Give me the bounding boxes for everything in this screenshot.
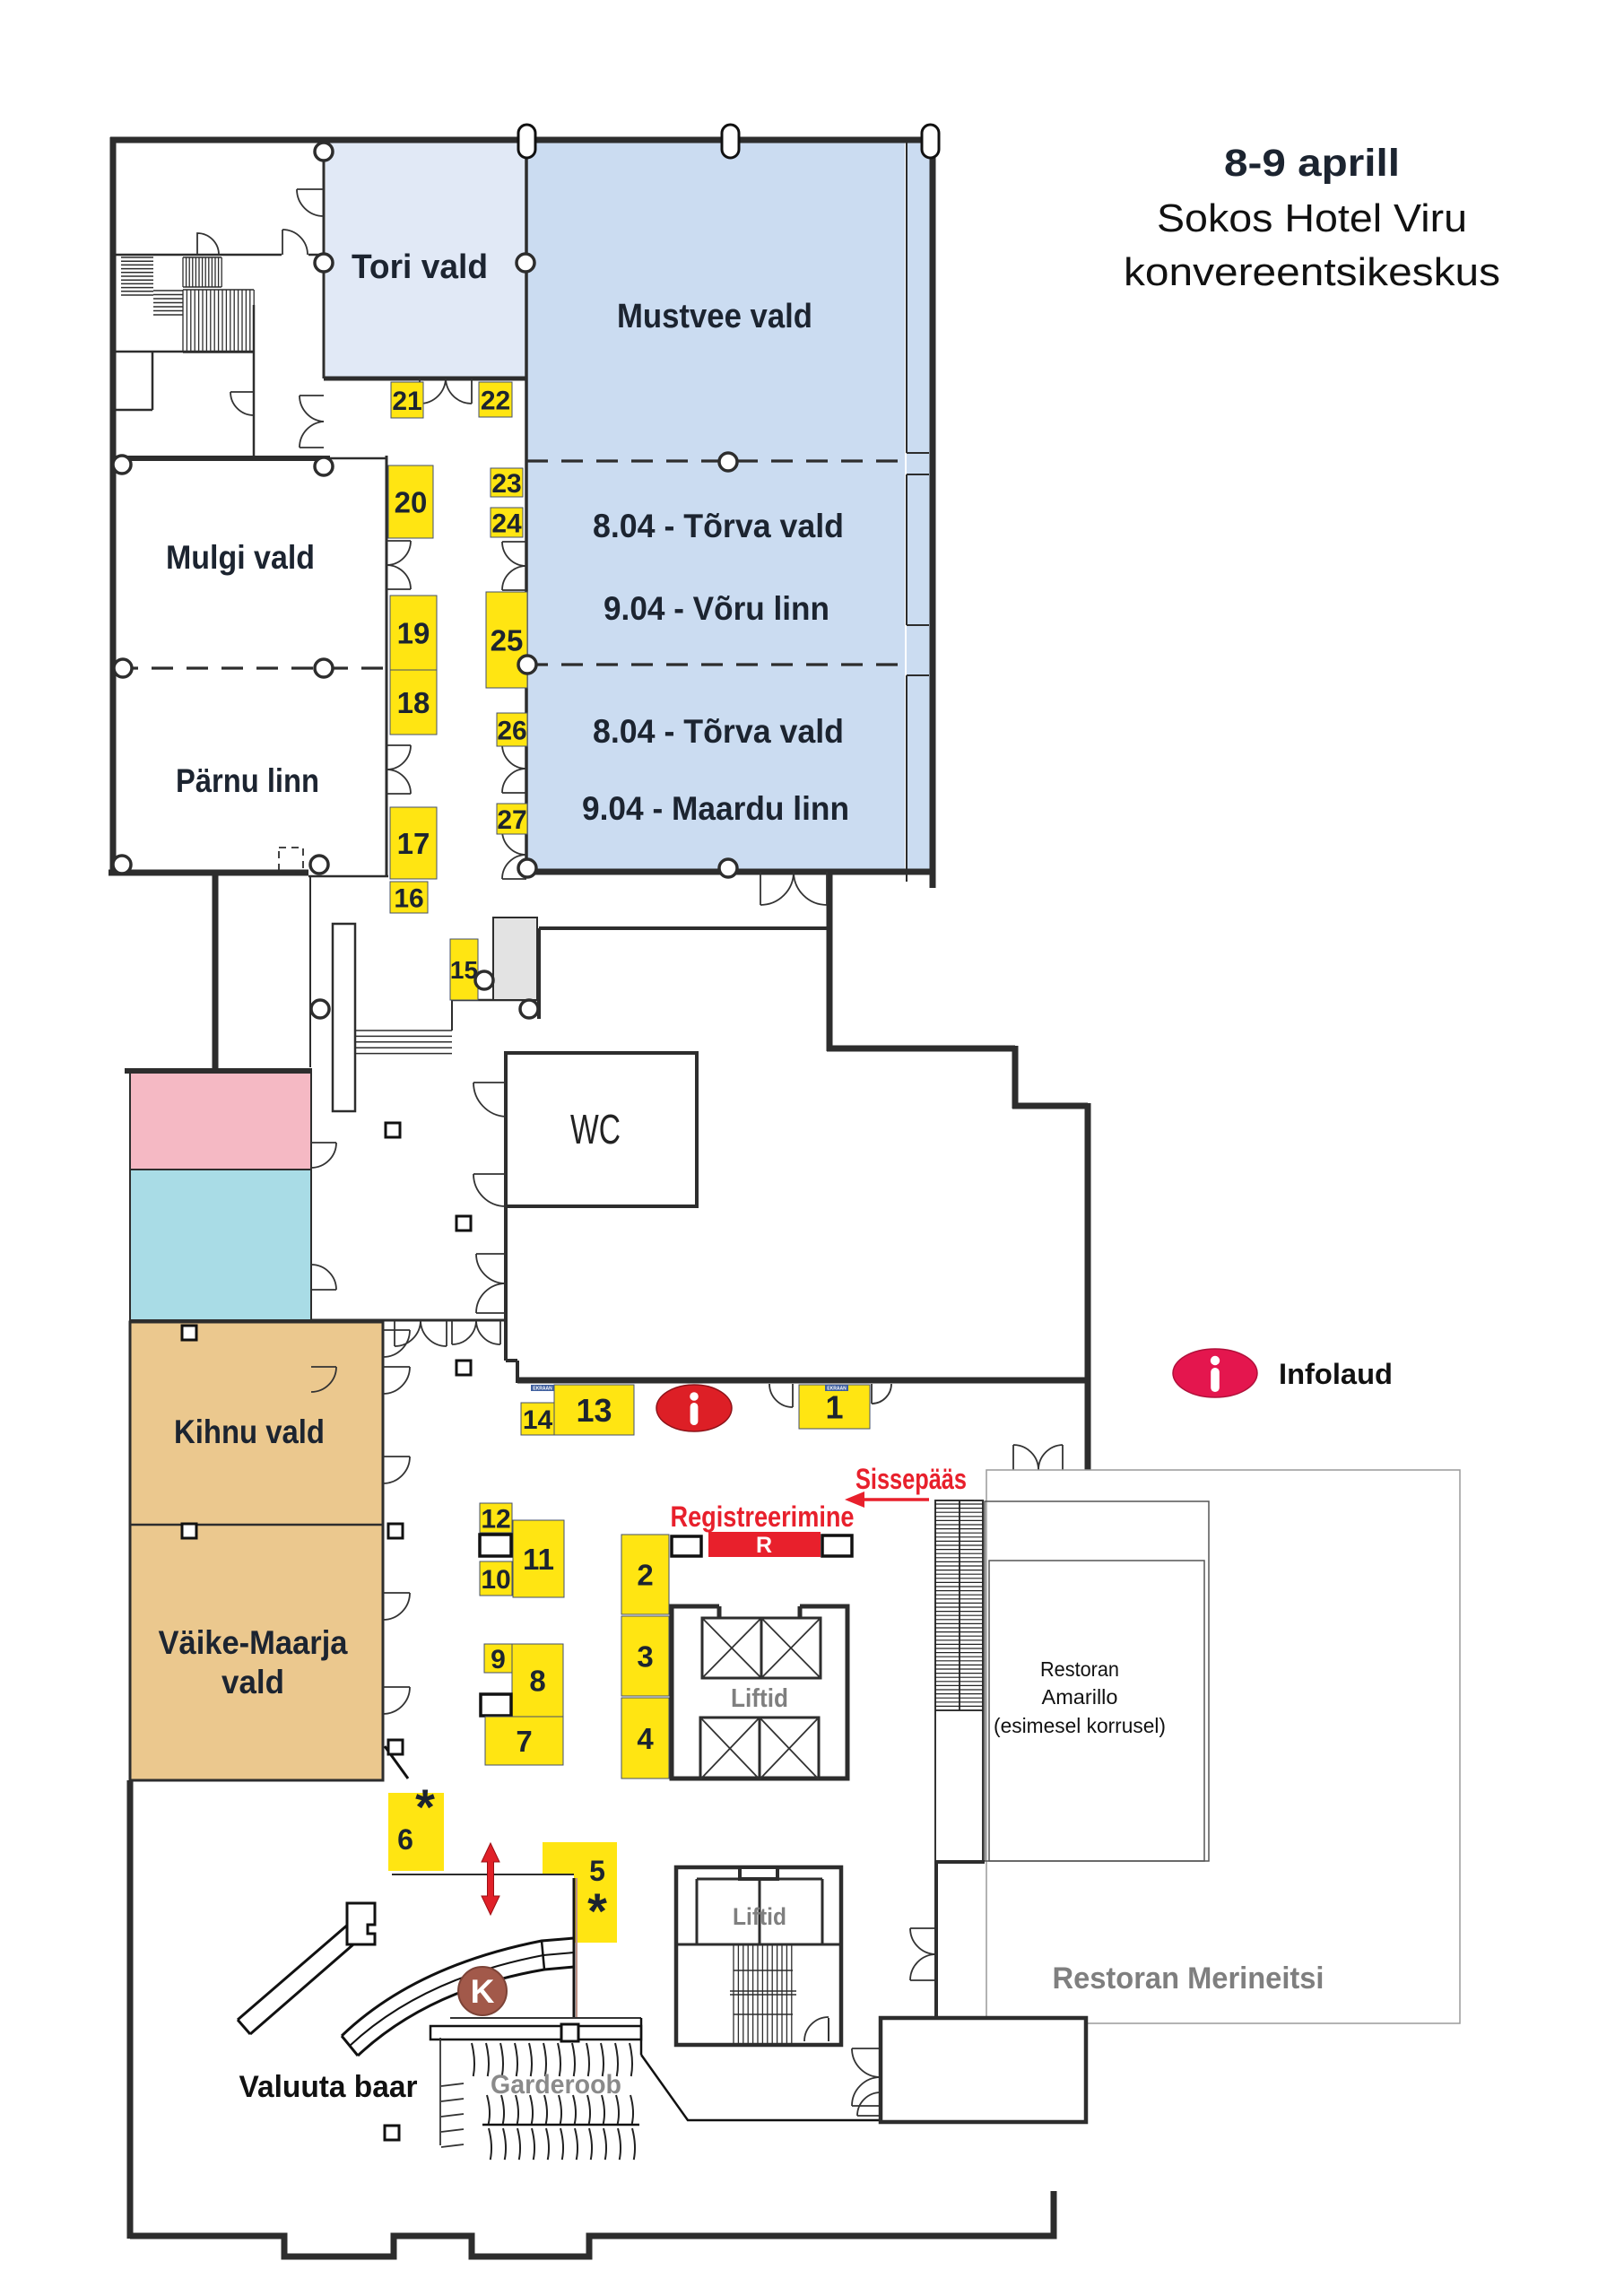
svg-text:15: 15 [450, 956, 478, 984]
svg-text:22: 22 [481, 386, 510, 415]
svg-text:1: 1 [825, 1388, 843, 1425]
svg-text:26: 26 [497, 716, 526, 745]
svg-text:Kihnu vald: Kihnu vald [174, 1413, 325, 1450]
svg-text:17: 17 [397, 827, 430, 860]
svg-text:6: 6 [397, 1823, 413, 1856]
svg-text:4: 4 [637, 1722, 654, 1755]
svg-text:21: 21 [392, 387, 421, 416]
svg-text:8.04 - Tõrva vald: 8.04 - Tõrva vald [593, 713, 844, 750]
svg-text:*: * [587, 1883, 607, 1939]
svg-text:18: 18 [397, 686, 430, 719]
svg-text:Väike-Maarja: Väike-Maarja [159, 1624, 348, 1661]
svg-text:vald: vald [221, 1664, 284, 1700]
svg-text:(esimesel korrusel): (esimesel korrusel) [994, 1714, 1166, 1737]
svg-text:Liftid: Liftid [733, 1903, 786, 1930]
svg-text:WC: WC [570, 1106, 621, 1152]
svg-text:EKRAAN: EKRAAN [533, 1387, 552, 1392]
svg-text:8-9 aprill: 8-9 aprill [1224, 142, 1400, 185]
svg-text:Pärnu linn: Pärnu linn [176, 762, 319, 799]
svg-text:27: 27 [497, 805, 526, 835]
svg-text:Mulgi vald: Mulgi vald [166, 539, 315, 576]
svg-text:8.04 - Tõrva vald: 8.04 - Tõrva vald [593, 508, 844, 544]
svg-text:20: 20 [395, 485, 428, 518]
svg-text:19: 19 [397, 616, 430, 649]
svg-text:Restoran: Restoran [1040, 1657, 1119, 1681]
svg-text:9.04 - Maardu linn: 9.04 - Maardu linn [582, 790, 849, 827]
svg-text:8: 8 [529, 1664, 545, 1697]
svg-text:*: * [415, 1779, 435, 1835]
svg-text:Tori vald: Tori vald [352, 248, 488, 286]
svg-text:12: 12 [481, 1504, 510, 1534]
svg-text:R: R [756, 1533, 772, 1558]
svg-text:9.04 - Võru linn: 9.04 - Võru linn [604, 590, 829, 627]
svg-text:Registreerimine: Registreerimine [671, 1500, 855, 1533]
svg-text:13: 13 [576, 1392, 612, 1429]
svg-text:Mustvee vald: Mustvee vald [617, 298, 812, 335]
svg-text:Sokos Hotel Viru: Sokos Hotel Viru [1157, 196, 1467, 240]
svg-text:14: 14 [523, 1405, 553, 1435]
svg-text:5: 5 [589, 1855, 605, 1887]
svg-text:Amarillo: Amarillo [1042, 1685, 1118, 1709]
svg-text:9: 9 [491, 1645, 506, 1674]
svg-text:Infolaud: Infolaud [1279, 1358, 1393, 1390]
svg-text:11: 11 [523, 1543, 554, 1576]
svg-text:16: 16 [394, 883, 423, 913]
svg-text:25: 25 [491, 623, 524, 657]
svg-text:23: 23 [491, 469, 521, 499]
svg-text:K: K [471, 1973, 495, 2010]
svg-text:EKRAAN: EKRAAN [827, 1387, 847, 1392]
svg-text:Restoran Merineitsi: Restoran Merineitsi [1053, 1961, 1324, 1996]
svg-text:Valuuta baar: Valuuta baar [239, 2070, 418, 2104]
svg-text:24: 24 [491, 509, 522, 538]
svg-text:7: 7 [516, 1725, 532, 1758]
svg-text:2: 2 [637, 1558, 653, 1591]
svg-text:Liftid: Liftid [731, 1684, 788, 1713]
svg-text:Garderoob: Garderoob [491, 2070, 621, 2100]
svg-text:3: 3 [637, 1639, 653, 1673]
svg-text:Sissepääs: Sissepääs [855, 1463, 967, 1495]
svg-text:konvereentsikeskus: konvereentsikeskus [1124, 250, 1500, 294]
svg-text:10: 10 [481, 1565, 510, 1595]
